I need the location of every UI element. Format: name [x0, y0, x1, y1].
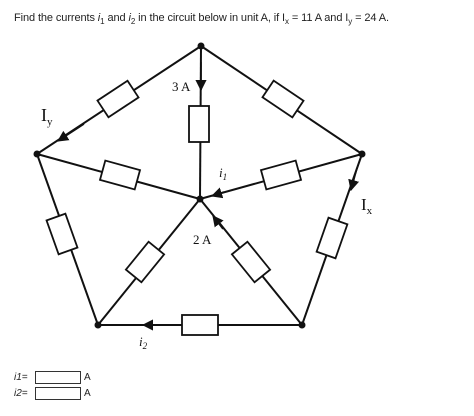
node-center — [196, 195, 204, 203]
iy-sub: y — [348, 17, 353, 27]
label-3a: 3 A — [172, 79, 191, 94]
var-i1-sub: 1 — [100, 17, 105, 27]
question-connector: and — [107, 12, 129, 24]
label-iy-main: I — [41, 105, 47, 125]
arrow-2a — [212, 215, 224, 230]
ix-sub: x — [284, 17, 289, 27]
arrow-ix — [348, 167, 360, 192]
question-text: Find the currents i1 and i2 in the circu… — [14, 12, 474, 26]
label-iy: Iy — [41, 105, 53, 128]
answer-row-i1: i1= A — [14, 370, 91, 384]
var-i2-sub: 2 — [130, 17, 136, 27]
answer-input-i1[interactable] — [35, 370, 81, 384]
resistor-spoke-left — [98, 159, 142, 191]
node-bottom-left — [94, 321, 102, 329]
ix-value: = 11 A and I — [288, 12, 349, 24]
label-i2-sub: 2 — [143, 341, 148, 351]
label-i1: i1 — [219, 165, 227, 182]
label-i2: i2 — [139, 334, 148, 351]
answer-unit-i2: A — [84, 387, 91, 399]
question-middle: in the circuit below in unit A, if I — [135, 12, 285, 24]
label-i2-main: i — [139, 334, 143, 349]
resistor-spoke-right — [259, 159, 303, 191]
answer-label-i2: i2= — [14, 387, 28, 399]
node-right — [358, 150, 366, 158]
resistor-left — [45, 212, 79, 256]
iy-value: = 24 A. — [352, 12, 389, 24]
resistor-right — [315, 216, 349, 260]
answer-unit-i1: A — [84, 371, 91, 383]
node-left — [33, 150, 41, 158]
label-iy-sub: y — [47, 116, 53, 128]
label-2a: 2 A — [193, 232, 212, 247]
answer-row-i2: i2= A — [14, 386, 91, 400]
arrow-i1 — [210, 187, 225, 199]
resistor-spoke-bottom-right — [230, 240, 272, 284]
node-top — [197, 42, 205, 50]
answer-label-i1: i1= — [14, 371, 28, 383]
label-i1-sub: 1 — [223, 172, 228, 182]
label-ix-main: I — [361, 195, 367, 214]
resistor-top-left — [96, 79, 140, 119]
label-ix-sub: x — [367, 205, 373, 217]
question-prefix: Find the currents — [14, 12, 98, 24]
var-i2: i — [128, 12, 131, 24]
var-i1: i — [97, 12, 101, 24]
label-i1-main: i — [219, 165, 223, 180]
resistor-bottom — [181, 314, 219, 336]
node-bottom-right — [298, 321, 306, 329]
resistor-top-right — [261, 79, 305, 119]
arrow-iy — [57, 123, 85, 142]
resistor-spoke-top — [188, 105, 210, 143]
label-ix: Ix — [361, 195, 373, 217]
answer-input-i2[interactable] — [35, 386, 81, 400]
resistor-spoke-bottom-left — [124, 240, 166, 284]
